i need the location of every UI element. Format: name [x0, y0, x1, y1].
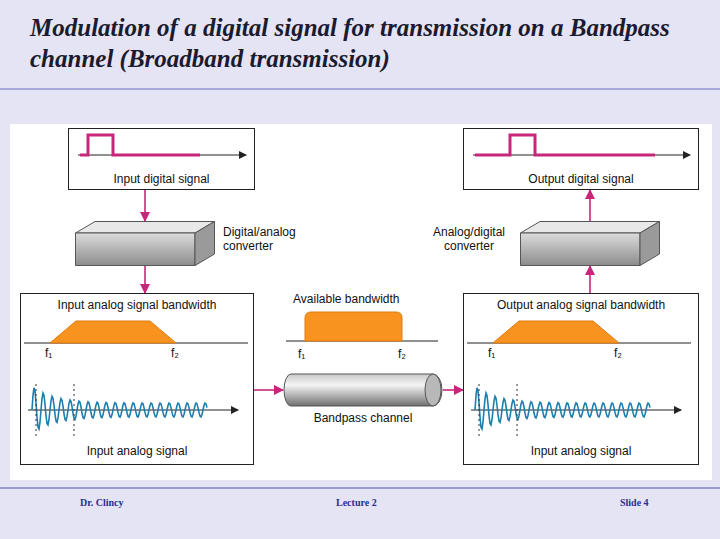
frequency-label: f₁	[298, 347, 305, 361]
converter-block	[520, 221, 660, 266]
footer-rule	[0, 487, 720, 489]
signal-arrow	[254, 389, 283, 391]
converter-block	[75, 221, 215, 266]
node-text: f₁	[488, 346, 495, 360]
slide-title: Modulation of a digital signal for trans…	[30, 12, 690, 74]
node-label: Digital/analog converter	[223, 225, 313, 253]
footer-text: Slide 4	[620, 496, 649, 510]
footer-text: Lecture 2	[336, 496, 377, 510]
node-label: Input digital signal	[69, 172, 254, 186]
signal-arrow	[443, 389, 463, 391]
bandwidth-label: Available bandwidth	[293, 292, 400, 306]
node-text: f₂	[171, 346, 179, 360]
bandpass-channel: Bandpass channel	[283, 373, 443, 407]
node-label: Output analog signal bandwidth	[464, 298, 698, 312]
digital-pulse	[80, 135, 200, 155]
cable-cylinder	[283, 373, 443, 407]
signal-arrow	[589, 190, 591, 221]
signal-box: Input digital signal	[68, 128, 255, 190]
analog-panel: Input analog signal bandwidth f₁ f₂ Input a…	[20, 293, 254, 465]
signal-arrow	[589, 266, 591, 293]
digital-pulse	[475, 135, 655, 155]
node-text: f₂	[614, 346, 622, 360]
burst-marker	[36, 384, 517, 436]
signal-arrow	[144, 190, 146, 221]
title-rule	[0, 88, 720, 90]
frequency-label: f₂	[398, 347, 406, 361]
footer-text: Dr. Clincy	[80, 496, 124, 510]
node-label: Analog/digital converter	[424, 225, 514, 253]
converter: Digital/analog converter	[75, 221, 215, 266]
node-text: f₁	[45, 346, 52, 360]
node-label: Bandpass channel	[283, 411, 443, 425]
signal-spectrum	[493, 321, 619, 343]
analog-waveform	[32, 388, 207, 429]
signal-spectrum	[50, 321, 176, 343]
converter: Analog/digital converter	[520, 221, 660, 266]
node-label: Output digital signal	[464, 172, 698, 186]
analog-waveform	[475, 388, 650, 429]
node-text: Input analog signal	[21, 444, 253, 458]
node-label: Input analog signal bandwidth	[21, 298, 253, 312]
signal-arrow	[144, 266, 146, 293]
channel-bandwidth	[305, 312, 402, 341]
analog-panel: Output analog signal bandwidth f₁ f₂ Input …	[463, 293, 699, 465]
signal-box: Output digital signal	[463, 128, 699, 190]
node-text: Input analog signal	[464, 444, 698, 458]
